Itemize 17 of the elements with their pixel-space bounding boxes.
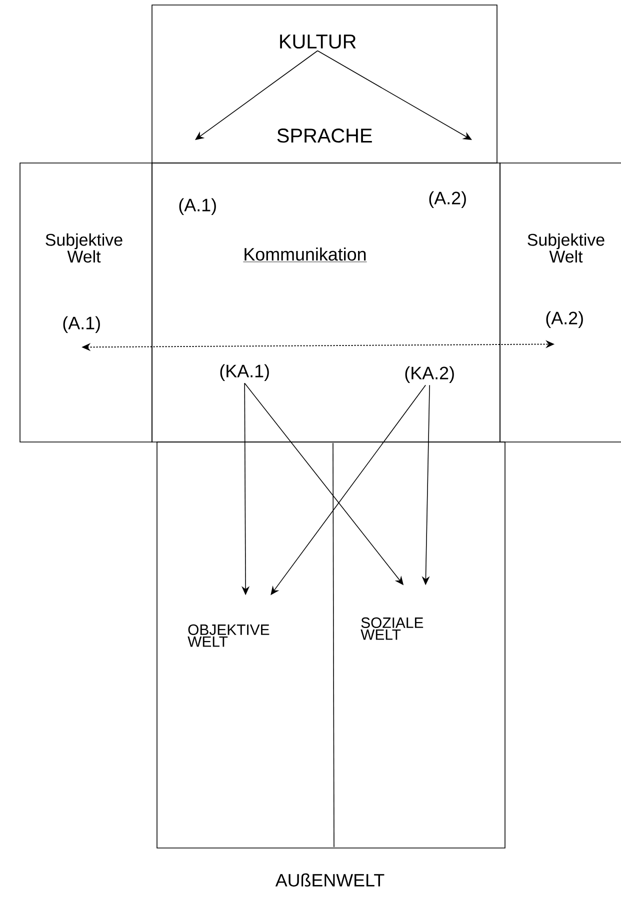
frame-box: [152, 4, 498, 164]
box-heading: Subjektive Welt: [528, 233, 604, 263]
text-label: (A.2): [429, 191, 466, 208]
arrow: [317, 50, 472, 140]
box-heading: Subjektive Welt: [46, 233, 122, 263]
text-label: SPRACHE: [277, 128, 372, 143]
arrow: [195, 50, 318, 140]
outside-heading: AUßENWELT: [275, 873, 384, 887]
text-label: (KA.1): [220, 364, 269, 381]
text-label: (A.2): [546, 311, 583, 328]
text-label: (KA.2): [405, 366, 454, 383]
text-label: (A.1): [63, 316, 100, 333]
text-label: OBJEKTIVE WELT: [188, 624, 270, 647]
text-label: SOZIALE WELT: [360, 617, 424, 640]
underlined-heading: Kommunikation: [243, 248, 367, 262]
text-label: (A.1): [179, 198, 216, 215]
text-label: KULTUR: [280, 34, 356, 49]
